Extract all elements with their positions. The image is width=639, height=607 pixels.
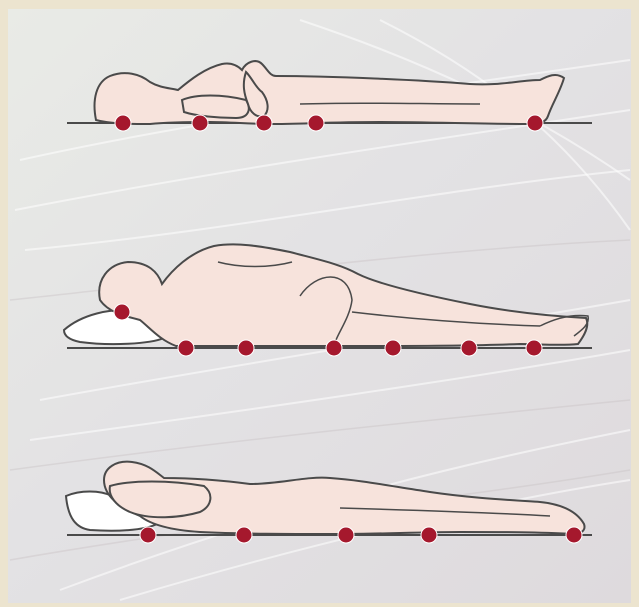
pressure-point bbox=[192, 115, 208, 131]
pressure-point bbox=[238, 340, 254, 356]
pressure-point bbox=[461, 340, 477, 356]
pressure-point bbox=[256, 115, 272, 131]
supine-leg-line bbox=[300, 103, 480, 104]
pressure-point bbox=[178, 340, 194, 356]
pressure-point bbox=[115, 115, 131, 131]
pressure-point bbox=[566, 527, 582, 543]
pressure-point bbox=[338, 527, 354, 543]
pressure-point bbox=[326, 340, 342, 356]
pressure-point bbox=[421, 527, 437, 543]
pressure-point bbox=[236, 527, 252, 543]
pressure-point bbox=[140, 527, 156, 543]
pressure-point bbox=[114, 304, 130, 320]
pressure-point bbox=[527, 115, 543, 131]
pressure-point bbox=[385, 340, 401, 356]
supine-arm bbox=[182, 96, 249, 119]
pressure-point bbox=[526, 340, 542, 356]
pressure-point bbox=[308, 115, 324, 131]
